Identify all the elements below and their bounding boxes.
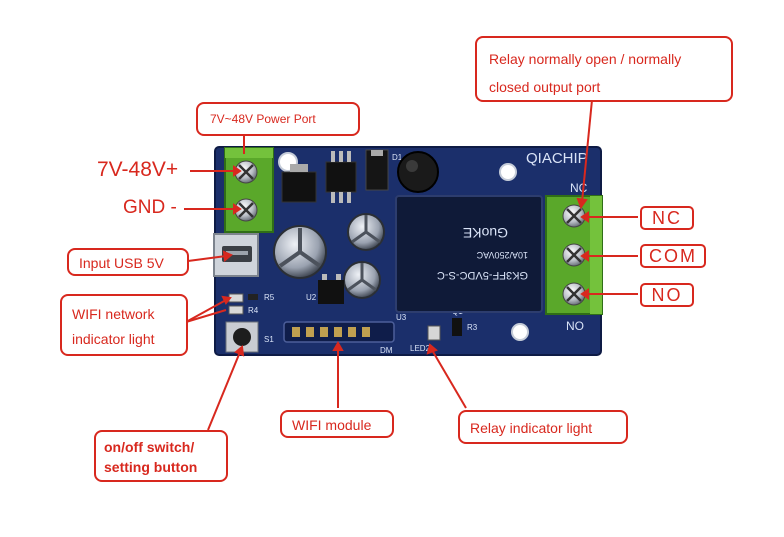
callout-relay-light-text: Relay indicator light xyxy=(470,420,593,436)
label-gnd: GND - xyxy=(123,197,177,218)
silk-nc: NC xyxy=(570,181,588,195)
brand-silkscreen: QIACHIP xyxy=(526,150,588,167)
silk-led2: LED2 xyxy=(410,344,431,353)
terminal-label-nc: NC xyxy=(640,206,694,230)
callout-relay-output: Relay normally open / normally closed ou… xyxy=(475,36,733,102)
terminal-label-com: COM xyxy=(640,244,706,268)
silk-no: NO xyxy=(566,319,584,333)
regulator-chip xyxy=(281,171,317,203)
callout-relay-output-line1: Relay normally open / normally xyxy=(489,51,682,67)
silk-r4: R4 xyxy=(248,306,259,315)
callout-wifi-light: WIFI network indicator light xyxy=(60,294,188,356)
callout-input-usb: Input USB 5V xyxy=(67,248,189,276)
label-vin: 7V-48V+ xyxy=(97,158,179,181)
relay-led xyxy=(427,325,441,341)
silk-r3: R3 xyxy=(467,323,478,332)
capacitor-bottom xyxy=(343,261,381,299)
setting-button: S1 xyxy=(225,321,274,353)
relay-rating: 10A/250VAC xyxy=(476,250,528,260)
callout-wifi-module-text: WIFI module xyxy=(292,417,372,433)
power-terminal-block xyxy=(224,147,274,233)
callout-wifi-light-line1: WIFI network xyxy=(72,306,155,322)
callout-relay-output-line2: closed output port xyxy=(489,79,601,95)
callout-relay-light: Relay indicator light xyxy=(458,410,628,444)
silk-d1: D1 xyxy=(392,153,403,162)
capacitor-right xyxy=(347,213,385,251)
callout-switch-line2: setting button xyxy=(104,459,198,475)
relay-brand: GuoKE xyxy=(463,225,508,241)
silk-s1: S1 xyxy=(264,335,274,344)
callout-power-port: 7V~48V Power Port xyxy=(196,102,360,136)
silk-u2: U2 xyxy=(306,293,317,302)
silk-dm: DM xyxy=(380,346,393,355)
mount-hole-bottom-right xyxy=(511,323,529,341)
silk-u3: U3 xyxy=(396,313,407,322)
capacitor-large xyxy=(273,225,327,279)
relay: GK3FF-5VDC-S-C 10A/250VAC GuoKE xyxy=(395,195,543,313)
wifi-module: DM U3 xyxy=(283,313,407,355)
usb-port xyxy=(213,233,259,277)
callout-wifi-module: WIFI module xyxy=(280,410,394,438)
callout-power-port-text: 7V~48V Power Port xyxy=(210,112,316,126)
leader-lines xyxy=(184,99,638,431)
buck-chip xyxy=(325,161,357,193)
relay-model: GK3FF-5VDC-S-C xyxy=(437,269,528,281)
callout-input-usb-text: Input USB 5V xyxy=(79,255,164,271)
inductor xyxy=(397,151,439,193)
terminal-label-no: NO xyxy=(640,283,694,307)
mount-hole-top-right xyxy=(499,163,517,181)
callout-switch-line1: on/off switch/ xyxy=(104,439,195,455)
callout-wifi-light-line2: indicator light xyxy=(72,331,155,347)
silk-r5: R5 xyxy=(264,293,275,302)
callout-switch: on/off switch/ setting button xyxy=(94,430,228,482)
transistor-u2 xyxy=(318,280,344,304)
